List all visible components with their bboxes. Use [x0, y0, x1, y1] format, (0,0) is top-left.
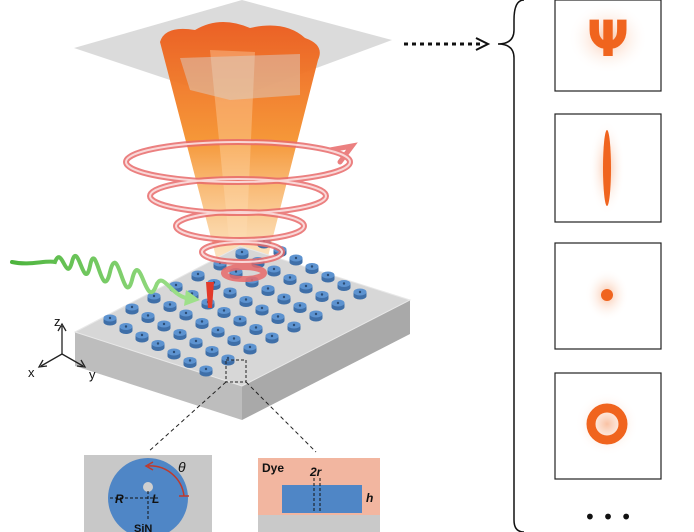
nanopillar-hole — [140, 333, 144, 337]
nanopillar-hole — [298, 304, 302, 307]
nanopillar-hole — [162, 322, 166, 326]
nanopillar-hole — [226, 356, 230, 360]
nanopillar-hole — [266, 287, 270, 290]
nanopillar-hole — [232, 337, 236, 340]
nanopillar-hole — [320, 293, 324, 296]
nanopillar-hole — [200, 320, 204, 323]
coordinate-axes — [37, 322, 87, 368]
curly-brace — [497, 0, 525, 532]
nanopillar-hole — [244, 298, 248, 301]
output-beam — [160, 21, 320, 285]
nanopillar-hole — [288, 276, 292, 279]
nanopillar-hole — [240, 250, 244, 254]
wave-arrowhead — [184, 290, 200, 306]
nanopillar-hole — [294, 256, 298, 260]
nanopillar-hole — [172, 350, 176, 354]
pointer-arrow-head — [475, 37, 491, 51]
nanopillar-hole — [174, 283, 178, 287]
nanopillar-hole — [184, 311, 188, 315]
nanopillar-hole — [254, 326, 258, 329]
nanopillar-hole — [336, 301, 340, 305]
nanopillar-hole — [342, 282, 346, 285]
line-pattern — [603, 130, 611, 206]
nanopillar-hole — [188, 359, 192, 362]
output-panel-dot — [554, 242, 662, 350]
dot-pattern — [601, 289, 613, 301]
nanopillar-hole — [108, 316, 112, 320]
nanopillar-hole — [248, 345, 252, 349]
plane-overlap — [180, 54, 300, 100]
nanopillar-hole — [130, 305, 134, 309]
material-label: SiN — [134, 523, 152, 532]
nanopillar-hole — [272, 267, 276, 271]
nanopillar-hole — [234, 270, 238, 273]
nanopillar-hole — [168, 303, 172, 306]
axis-z-label: z — [54, 314, 61, 329]
nanopillar-hole — [156, 342, 160, 345]
nanopillar-hole — [358, 290, 362, 294]
nanopillar-hole — [228, 289, 232, 293]
output-panel-line — [554, 113, 662, 223]
radius-label: R — [115, 492, 124, 506]
psi-pattern: Ψ — [587, 10, 629, 68]
axis-x-label: x — [28, 365, 35, 380]
nanopillar-hole — [260, 306, 264, 310]
inset-top-view — [84, 455, 212, 532]
incident-wave — [10, 253, 188, 300]
height-label: h — [366, 491, 373, 505]
zoom-box — [225, 359, 247, 383]
nanopillar-hole — [292, 323, 296, 327]
nanopillar-hole — [310, 265, 314, 268]
theta-label: θ — [178, 459, 186, 475]
output-panel-ring — [554, 372, 662, 480]
nanopillar-hole — [216, 328, 220, 332]
nanopillar-hole — [194, 339, 198, 343]
oam-spiral-inner — [125, 141, 351, 263]
nanopillar-hole — [196, 272, 200, 276]
nanopillar-hole — [304, 284, 308, 288]
nanopillar-hole — [146, 314, 150, 317]
nanopillar-hole — [326, 273, 330, 277]
nanopillar-hole — [124, 325, 128, 328]
continuation-dots: • • • — [584, 505, 632, 529]
nanopillar-hole — [314, 312, 318, 316]
diameter-label: 2r — [309, 465, 323, 479]
axis-y-label: y — [89, 367, 96, 382]
nanopillar-hole — [282, 295, 286, 299]
nanopillar-hole — [152, 294, 156, 298]
nanopillar-hole — [276, 315, 280, 318]
nanopillar-hole — [204, 367, 208, 371]
dye-label: Dye — [262, 461, 284, 475]
inset-side-view — [258, 458, 380, 532]
ring-pattern — [586, 403, 628, 445]
zoom-line-right — [245, 381, 317, 453]
zoom-line-left — [147, 381, 227, 453]
nanopillar-hole — [210, 348, 214, 351]
offset-label: L — [152, 492, 159, 506]
nanopillar-hole — [238, 317, 242, 321]
focal-spot — [206, 282, 214, 308]
nanopillar-hole — [270, 334, 274, 338]
nanopillar-hole — [222, 309, 226, 312]
output-panel-psi: Ψ — [554, 0, 662, 92]
nanopillar-hole — [178, 331, 182, 334]
